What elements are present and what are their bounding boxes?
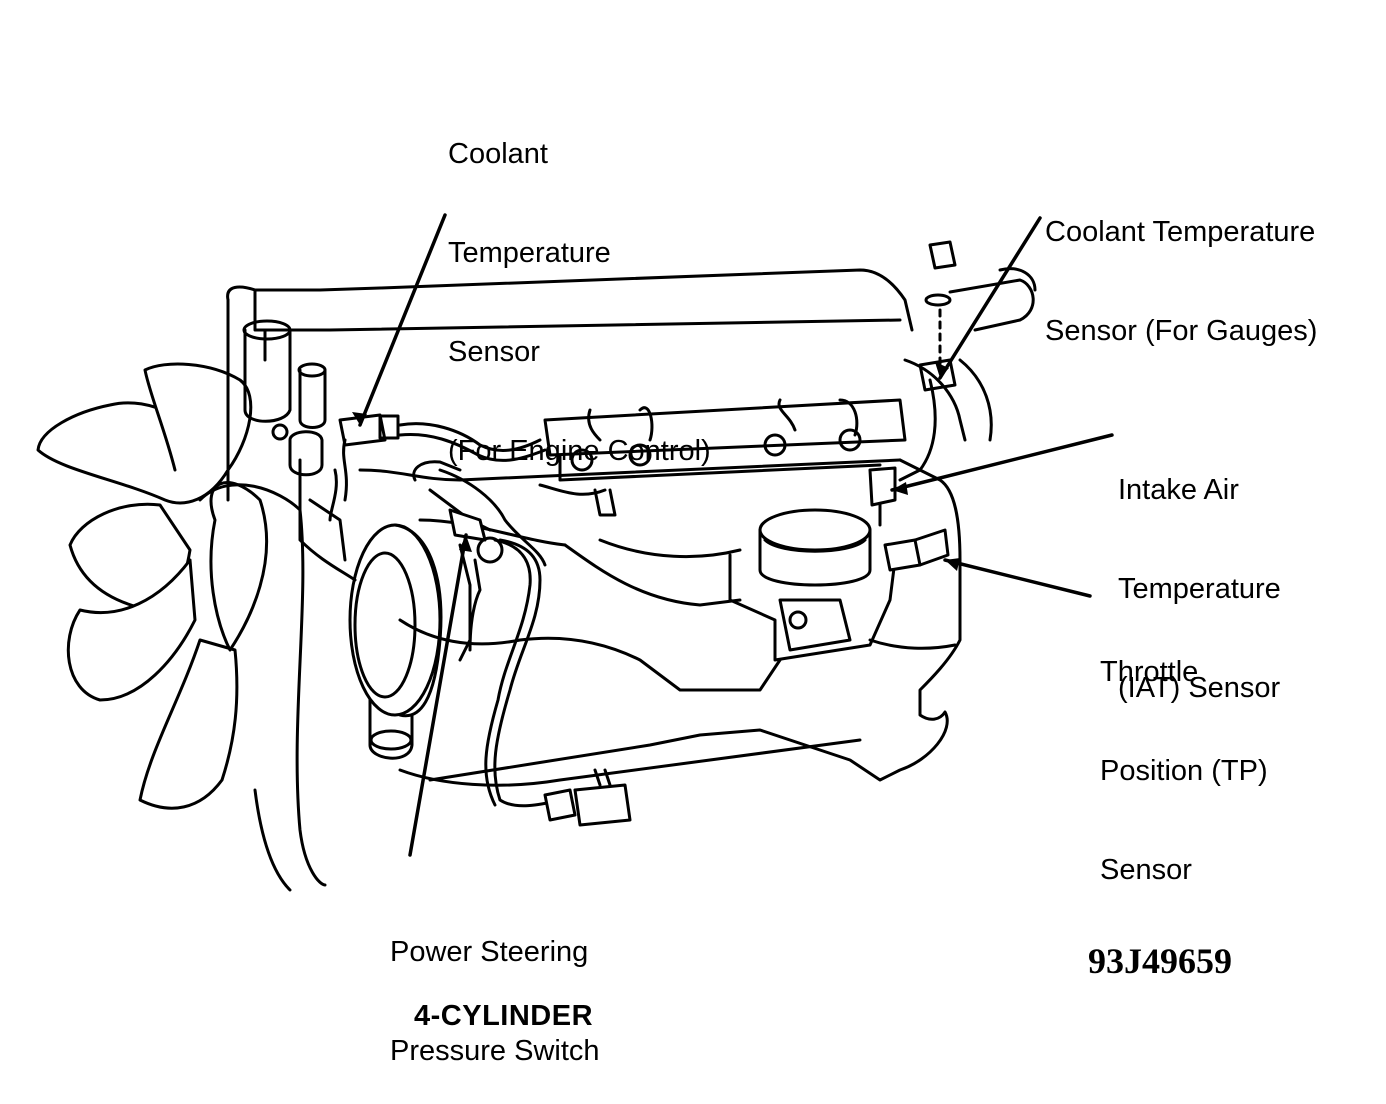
callout-line: (For Engine Control) [448, 435, 711, 467]
coolant-sensor-engine-control [338, 413, 400, 502]
callout-line: Position (TP) [1100, 755, 1268, 787]
callout-coolant-gauges: Coolant Temperature Sensor (For Gauges) [1045, 150, 1317, 381]
callout-ps-pressure-switch: Power Steering Pressure Switch [390, 870, 600, 1101]
callout-line: Sensor [448, 336, 540, 368]
power-steering-switch [412, 460, 632, 827]
thermostat-housing [242, 319, 327, 477]
callout-iat-sensor: Intake Air Temperature (IAT) Sensor [1118, 408, 1281, 738]
tp-sensor [883, 528, 950, 572]
leader-lines [358, 213, 1114, 857]
figure-code: 93J49659 [1088, 941, 1232, 981]
throttle-body [728, 508, 897, 662]
callout-coolant-engine-control: Coolant Temperature Sensor (For Engine C… [448, 72, 711, 501]
engine-block [226, 268, 962, 787]
fuel-rail [538, 398, 907, 517]
callout-line: Throttle [1100, 656, 1199, 688]
callout-line: (IAT) Sensor [1118, 672, 1281, 704]
callout-line: Pressure Switch [390, 1035, 600, 1067]
callout-line: Coolant Temperature [1045, 216, 1316, 248]
callout-line: Temperature [1118, 573, 1281, 605]
callout-line: Sensor (For Gauges) [1045, 315, 1318, 347]
callout-line: Sensor [1100, 854, 1192, 886]
callout-line: Intake Air [1118, 474, 1239, 506]
callout-line: Temperature [448, 237, 611, 269]
callout-line: Power Steering [390, 936, 589, 968]
water-pump-pulley [348, 523, 443, 760]
coolant-sensor-gauges [918, 240, 1037, 392]
iat-sensor [868, 466, 897, 527]
callout-line: Coolant [448, 138, 548, 170]
figure-caption: 4-CYLINDER [414, 1000, 594, 1032]
cooling-fan [36, 362, 327, 892]
callout-tp-sensor: Throttle Position (TP) Sensor [1100, 590, 1268, 920]
